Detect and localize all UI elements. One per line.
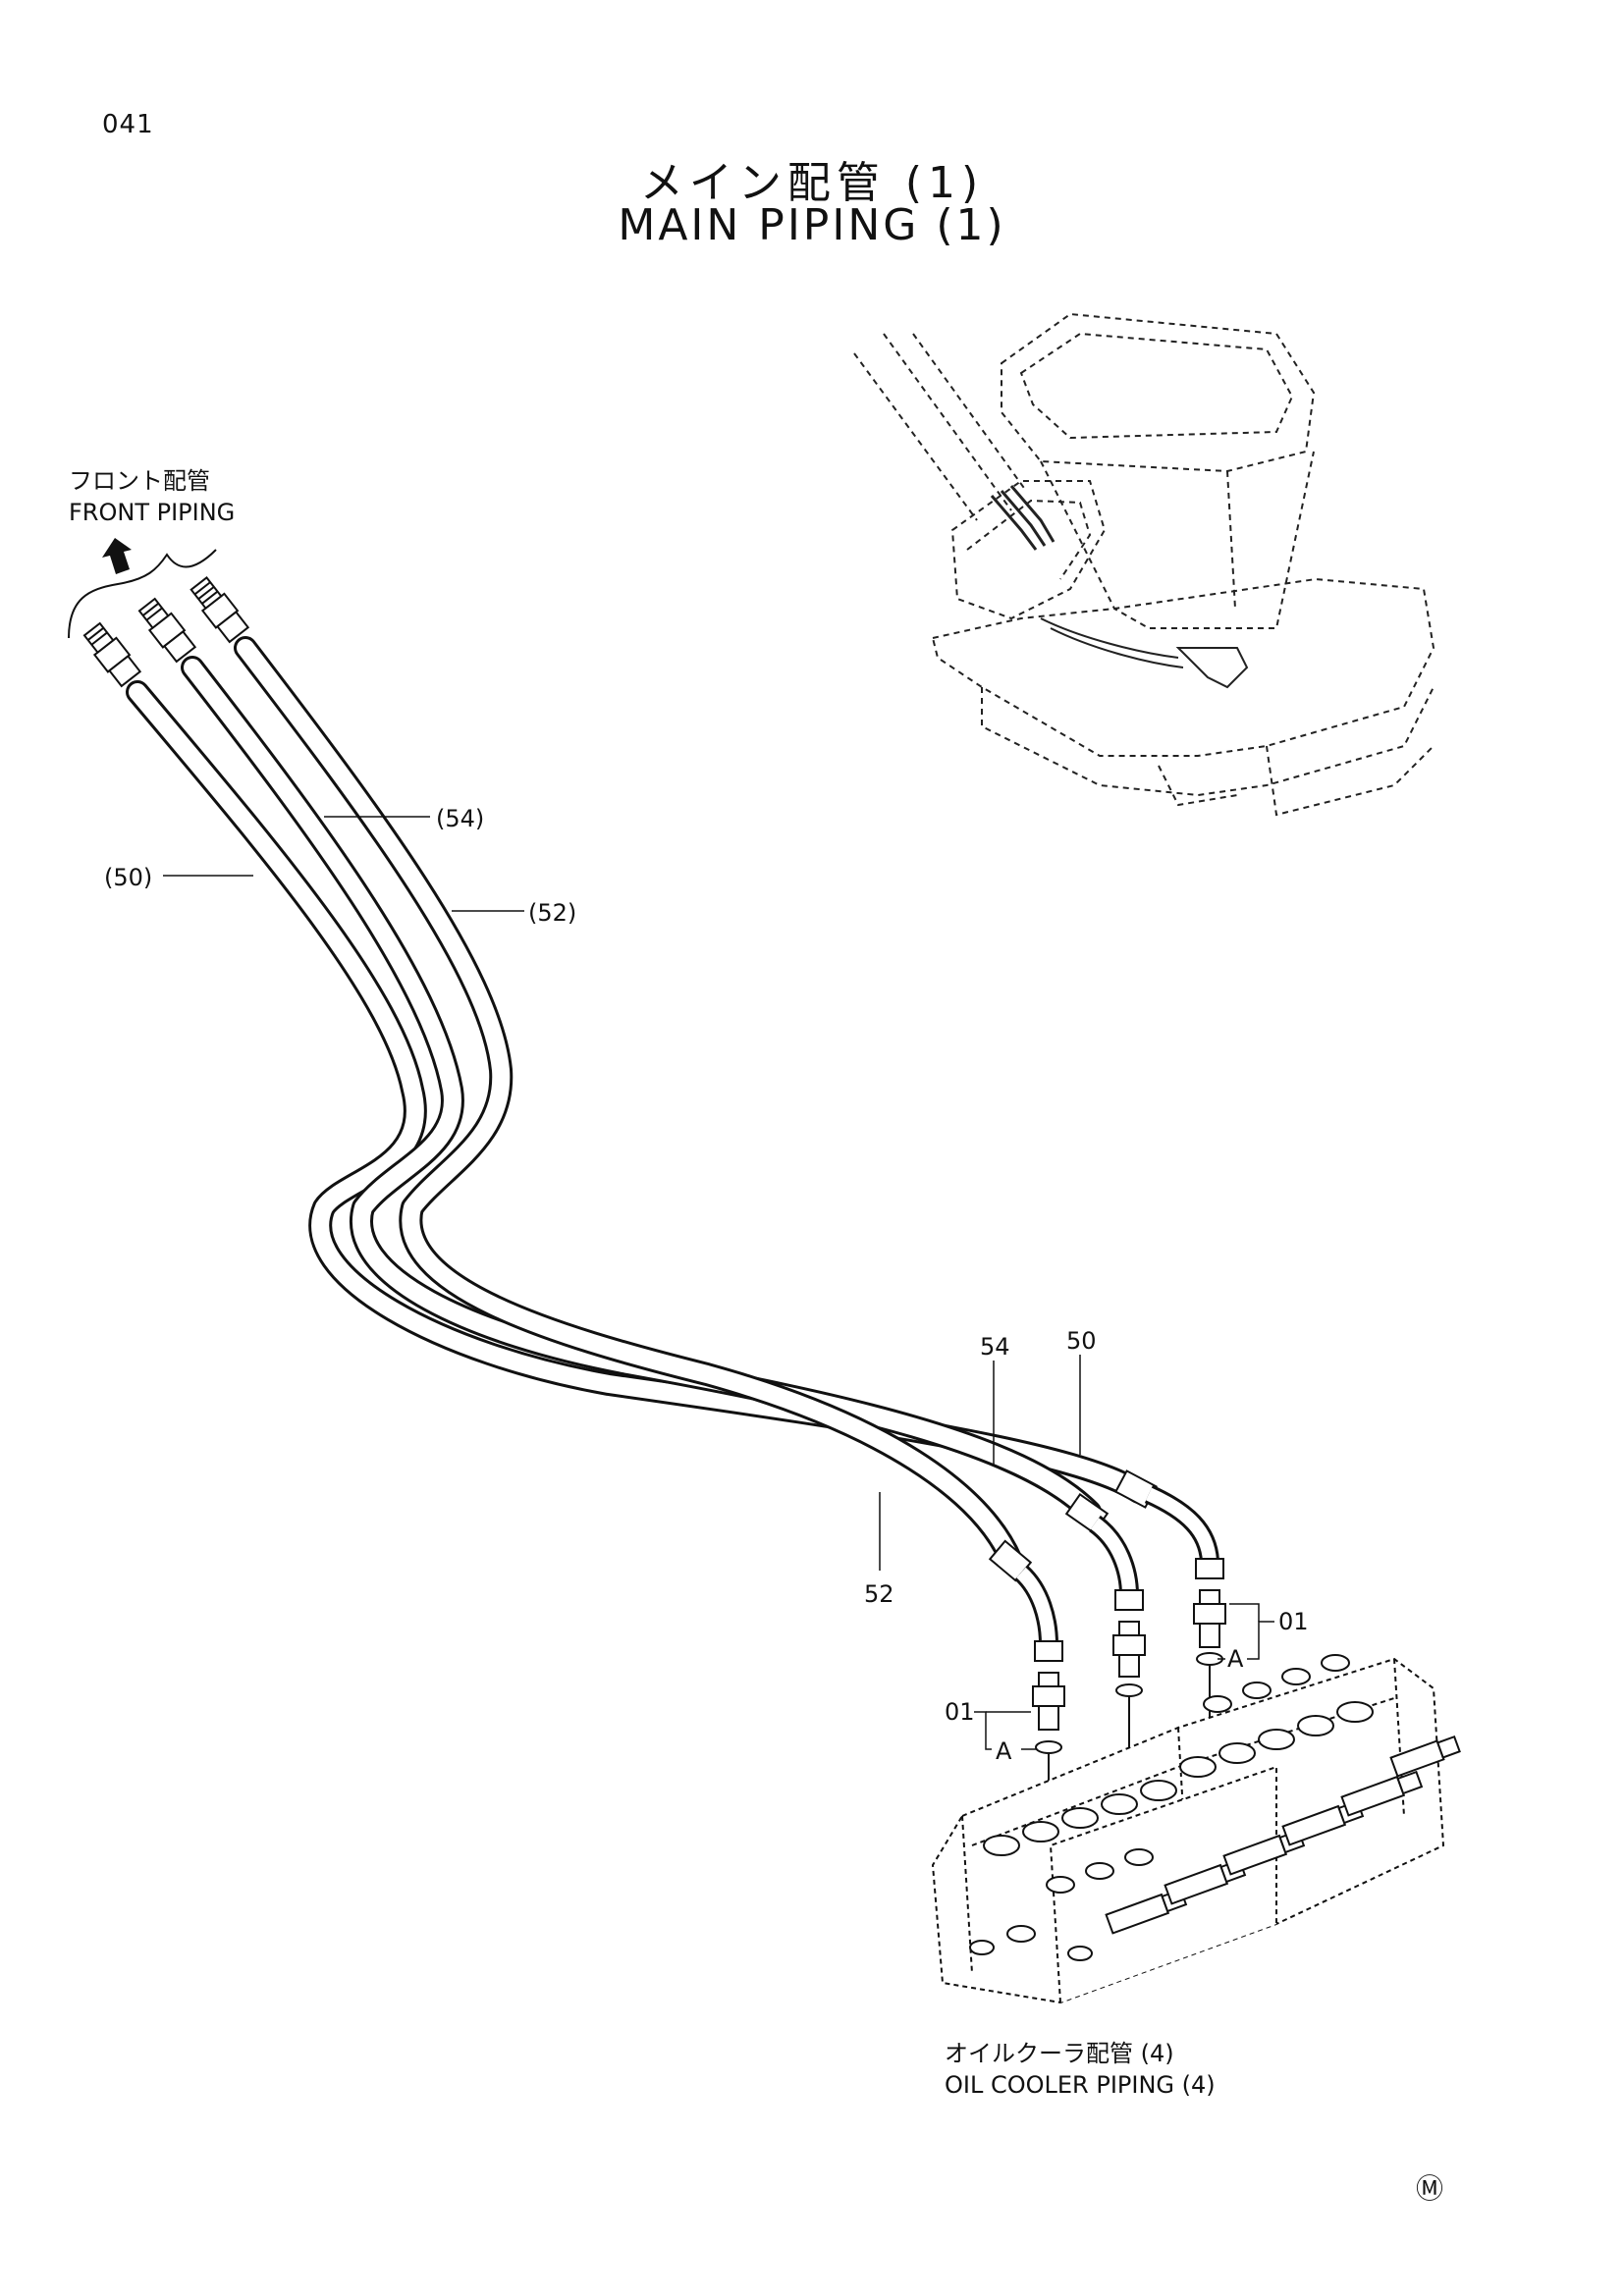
front-piping-label-english: FRONT PIPING — [69, 499, 236, 526]
callout-hose-52-ref: (52) — [528, 899, 577, 927]
elbow-50 — [1114, 1469, 1224, 1579]
callout-hose-52: 52 — [864, 1580, 894, 1608]
adapter-middle — [1112, 1621, 1146, 1787]
page-number: 041 — [102, 110, 154, 139]
oil-cooler-piping-label-japanese: オイルクーラ配管 (4) — [945, 2040, 1174, 2067]
elbow-52 — [988, 1539, 1063, 1662]
oil-cooler-piping-label-english: OIL COOLER PIPING (4) — [945, 2071, 1216, 2099]
front-piping-bracket — [68, 549, 217, 639]
hose-52 — [234, 636, 1023, 1573]
hose-54 — [181, 656, 1102, 1523]
hose-valve-elbows — [988, 1469, 1224, 1662]
valve-ports — [969, 1654, 1374, 1961]
callout-hose-54-ref: (54) — [436, 805, 485, 832]
adapter-01-left — [1032, 1672, 1065, 1826]
arrow-up-icon — [102, 538, 132, 574]
callout-fitting-01-right: 01 — [1278, 1608, 1309, 1635]
page-title-japanese: メイン配管 (1) — [639, 158, 985, 208]
machine-overview-illustration — [853, 312, 1435, 817]
callout-hose-50-ref: (50) — [104, 864, 153, 891]
valve-spools — [1105, 1735, 1461, 1935]
callout-hose-54: 54 — [980, 1333, 1010, 1361]
adapter-fittings — [1032, 1589, 1226, 1826]
elbow-54 — [1064, 1493, 1144, 1611]
leader-lines — [163, 816, 1274, 1750]
corner-mark: Ⓜ — [1416, 2172, 1444, 2205]
callout-hose-50: 50 — [1066, 1327, 1097, 1355]
hose-assemblies — [126, 636, 1151, 1573]
callout-detail-a-right: A — [1227, 1645, 1244, 1673]
callout-detail-a-left: A — [996, 1737, 1012, 1765]
callout-fitting-01-left: 01 — [945, 1698, 975, 1726]
front-piping-label-japanese: フロント配管 — [69, 467, 210, 495]
page-title-english: MAIN PIPING (1) — [618, 200, 1006, 250]
hose-front-fittings — [82, 576, 250, 688]
